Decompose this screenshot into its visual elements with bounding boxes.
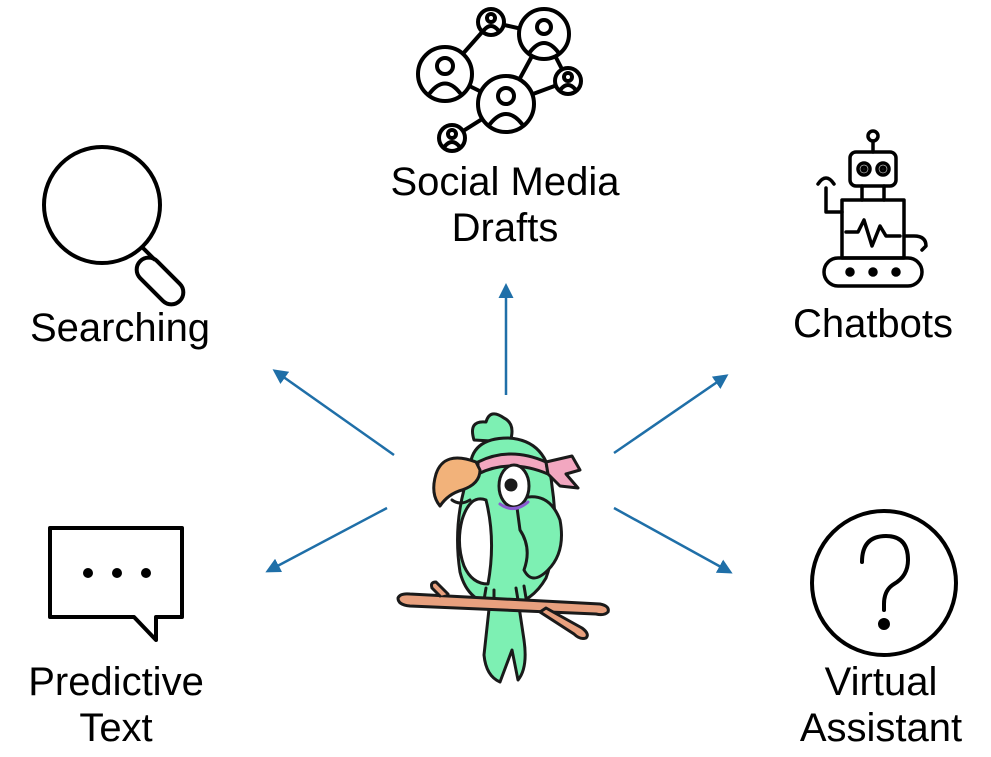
node-social-media-label: Social Media Drafts [345,159,665,251]
parrot-illustration [396,412,610,684]
speech-bubble-icon [48,526,184,642]
label-line: Virtual [824,660,938,704]
label-line: Assistant [799,706,963,750]
arrow-to-predictive-text [265,506,388,573]
node-predictive-text-label: Predictive Text [0,659,232,751]
node-virtual-assistant-label: Virtual Assistant [771,659,991,751]
arrow-to-chatbots [613,374,729,455]
social-network-icon [416,7,583,153]
arrow-to-virtual-assistant [613,506,733,574]
label-line: Chatbots [792,302,954,346]
node-chatbots-label: Chatbots [760,301,986,347]
robot-icon [816,129,928,288]
arrows [265,283,733,574]
label-line: Text [79,706,153,750]
arrow-to-searching [272,369,395,457]
label-line: Drafts [451,206,559,250]
label-line: Searching [29,306,211,350]
node-searching-label: Searching [0,305,240,351]
label-line: Predictive [28,660,204,704]
magnifier-icon [42,145,186,307]
question-circle-icon [810,509,958,657]
label-line: Social Media [390,160,620,204]
